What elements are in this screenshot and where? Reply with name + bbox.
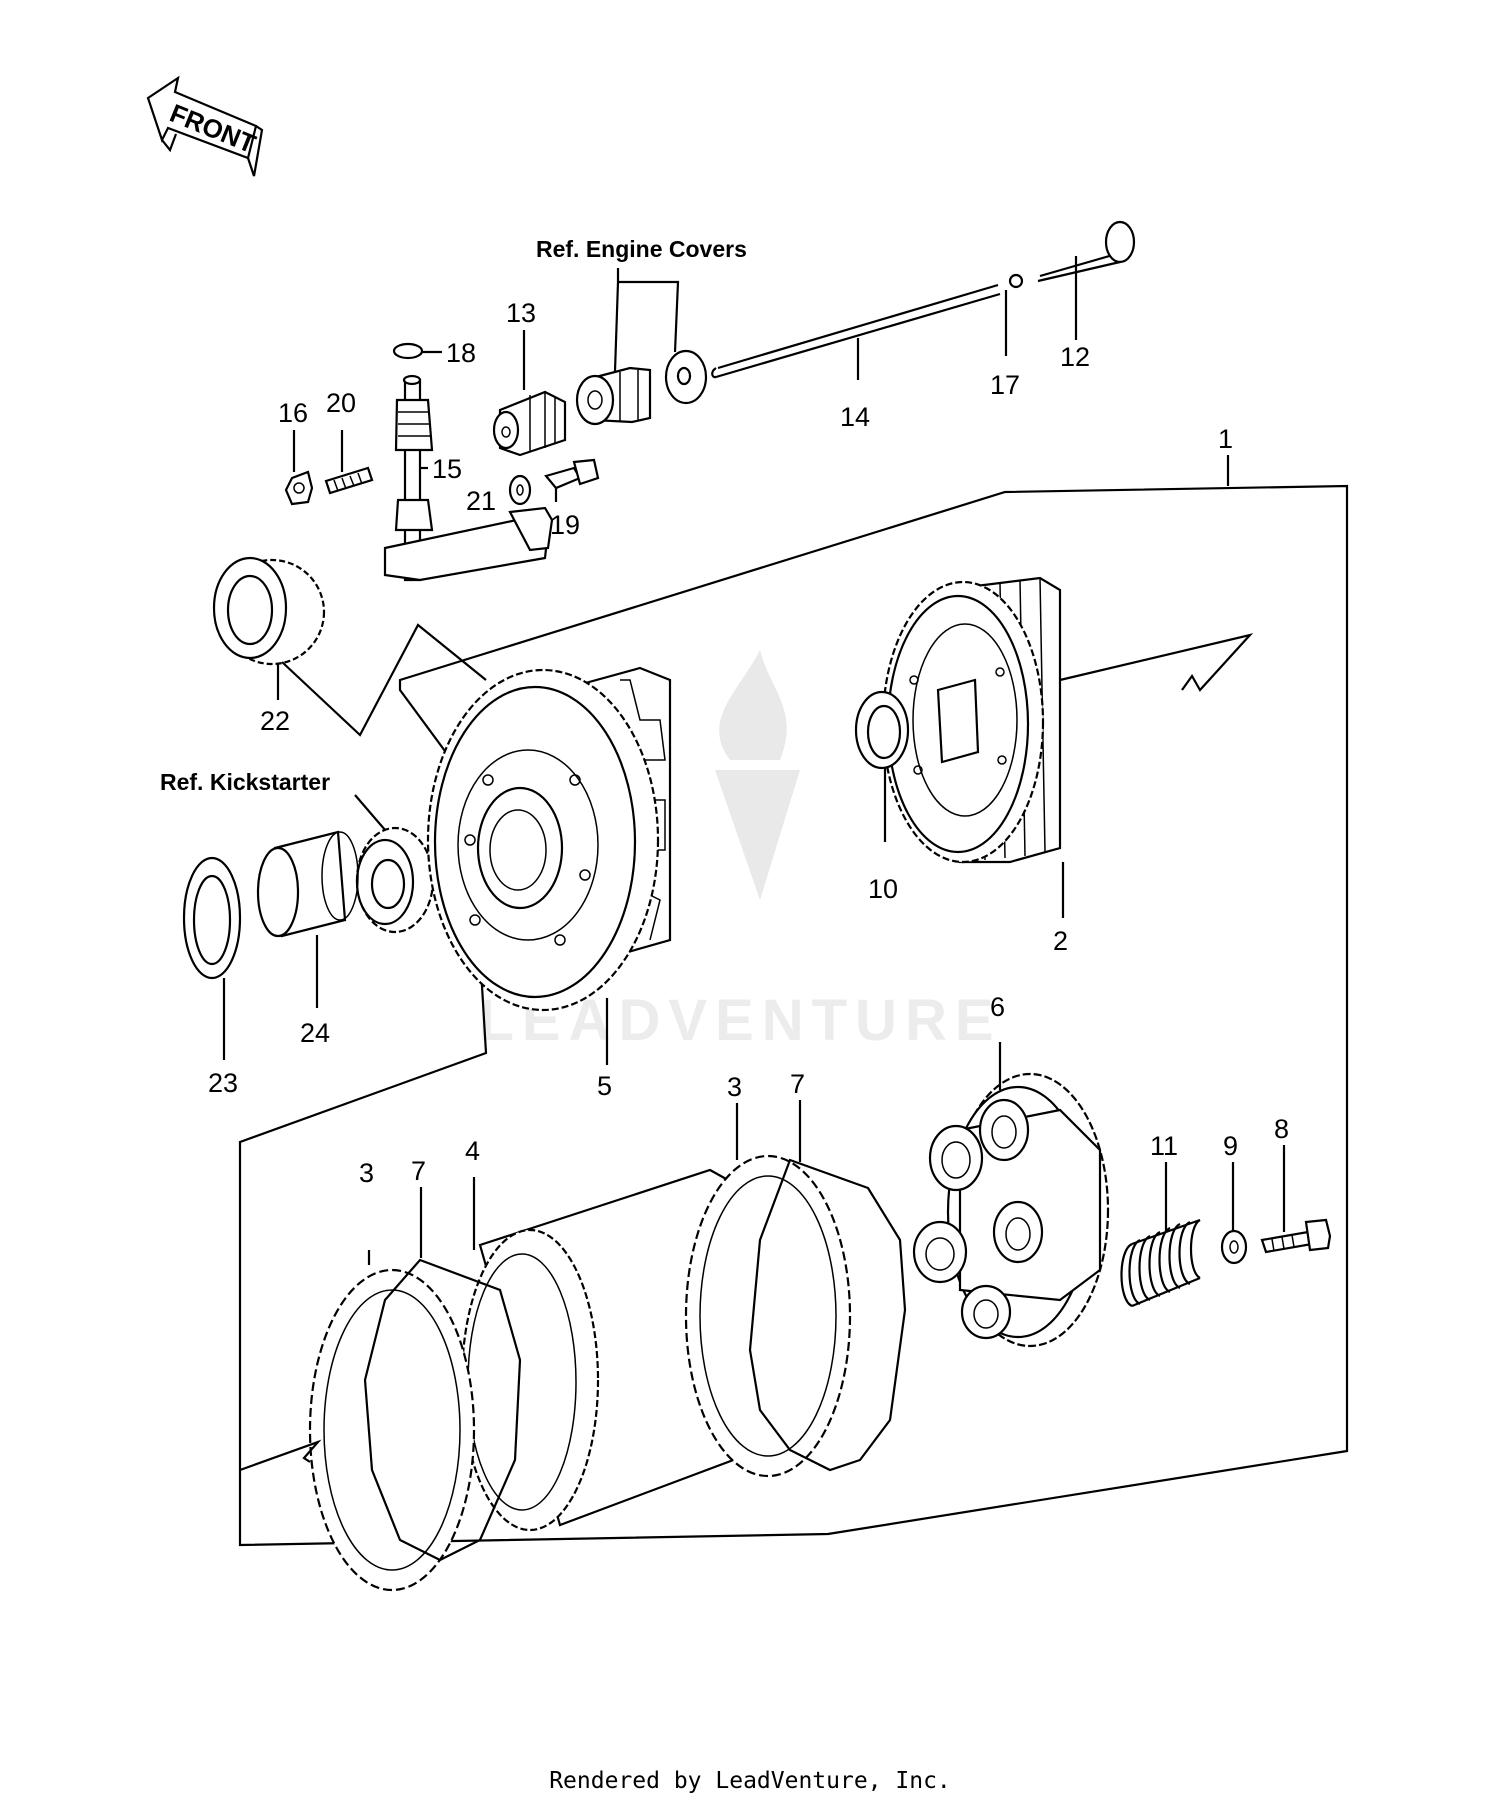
callout-4: 4 xyxy=(465,1136,480,1166)
front-arrow: FRONT xyxy=(146,75,264,177)
part-21-washer xyxy=(508,474,532,506)
part-11-spring xyxy=(1120,1218,1201,1308)
part-23-washer xyxy=(182,856,242,980)
footer-credit: Rendered by LeadVenture, Inc. xyxy=(549,1768,951,1794)
part-19-bolt xyxy=(544,458,600,490)
part-24-sleeve xyxy=(256,830,359,938)
callout-8: 8 xyxy=(1274,1114,1289,1144)
callout-11: 11 xyxy=(1150,1131,1178,1161)
callout-17: 17 xyxy=(990,370,1020,400)
part-22-gear xyxy=(212,556,326,666)
callout-leaders xyxy=(222,256,1286,1265)
left-arrow xyxy=(239,1439,322,1472)
part-20-stud xyxy=(324,466,374,495)
callout-13: 13 xyxy=(506,298,536,328)
part-3-friction-plate-right xyxy=(684,1154,852,1478)
callout-1: 1 xyxy=(1218,424,1233,454)
ref-engine-covers-bracket xyxy=(613,268,680,372)
part-3-friction-plate-left xyxy=(308,1268,476,1592)
part-13-release-cam xyxy=(492,390,567,457)
callout-21: 21 xyxy=(466,486,496,516)
part-7-steel-plate-left xyxy=(363,1258,522,1562)
part-22-leader xyxy=(281,623,487,737)
ref-engine-covers-label: Ref. Engine Covers xyxy=(536,236,747,262)
part-2-primary-gear xyxy=(881,576,1062,864)
callout-12: 12 xyxy=(1060,342,1090,372)
callout-19: 19 xyxy=(550,510,580,540)
callout-10: 10 xyxy=(868,874,898,904)
callout-3a: 3 xyxy=(359,1158,374,1188)
part-15-release-shaft xyxy=(383,374,554,582)
part-cover-washer xyxy=(664,349,708,405)
callout-6: 6 xyxy=(990,992,1005,1022)
callout-15: 15 xyxy=(432,454,462,484)
part-8-bolt xyxy=(1260,1218,1332,1254)
part-17-ball xyxy=(1008,273,1024,289)
callout-2: 2 xyxy=(1053,926,1068,956)
callout-9: 9 xyxy=(1223,1131,1238,1161)
callout-7b: 7 xyxy=(790,1069,805,1099)
callout-3b: 3 xyxy=(727,1072,742,1102)
part-16-nut xyxy=(284,470,314,506)
part-9-washer xyxy=(1220,1229,1248,1265)
part-18-circlip xyxy=(392,342,424,360)
part-cover-bushing xyxy=(575,366,652,426)
part-5-clutch-housing xyxy=(426,666,672,1012)
part-6-pressure-plate xyxy=(912,1072,1110,1348)
part-2-arrow xyxy=(1059,633,1254,692)
callout-20: 20 xyxy=(326,388,356,418)
callout-23: 23 xyxy=(208,1068,238,1098)
part-10-thrust-washer xyxy=(854,690,910,770)
callout-16: 16 xyxy=(278,398,308,428)
part-14-rod xyxy=(711,283,1001,379)
ref-kickstarter-label: Ref. Kickstarter xyxy=(160,769,330,795)
callout-22: 22 xyxy=(260,706,290,736)
callout-7a: 7 xyxy=(411,1156,426,1186)
callout-5: 5 xyxy=(597,1071,612,1101)
callout-14: 14 xyxy=(840,402,870,432)
part-kickstarter-gear xyxy=(355,826,435,934)
part-7-steel-plate-right xyxy=(748,1158,907,1472)
callout-24: 24 xyxy=(300,1018,330,1048)
callout-18: 18 xyxy=(446,338,476,368)
part-12-pushrod xyxy=(1037,220,1136,283)
